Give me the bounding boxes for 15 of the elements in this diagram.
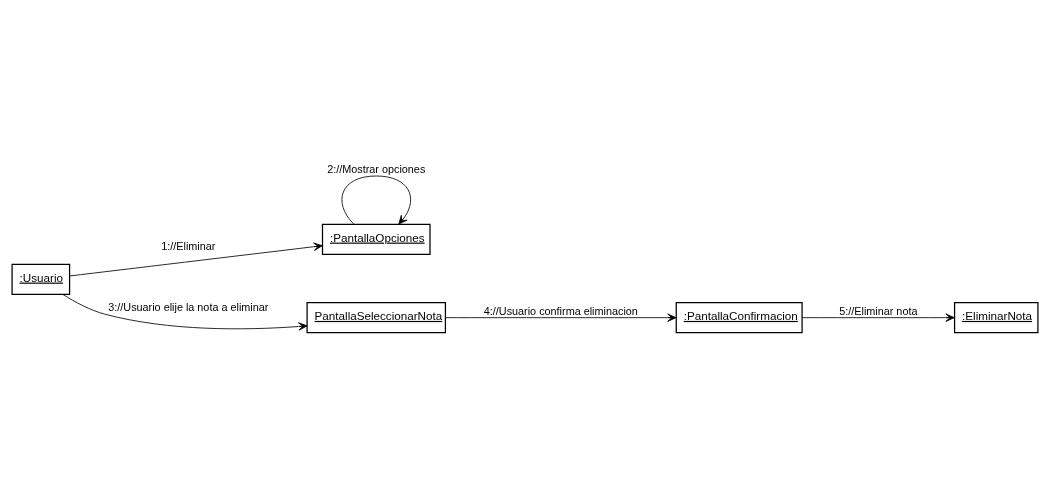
arrow bbox=[801, 313, 955, 322]
arrow bbox=[62, 294, 308, 331]
node-box: :PantallaOpciones bbox=[321, 223, 431, 255]
edge-label: 3://Usuario elije la nota a eliminar bbox=[108, 301, 269, 314]
arrow bbox=[69, 242, 323, 277]
arrow bbox=[341, 175, 411, 225]
node-box: :Usuario bbox=[11, 263, 71, 295]
edge-label: 2://Mostrar opciones bbox=[327, 163, 426, 175]
edge-label: 4://Usuario confirma eliminacion bbox=[483, 304, 638, 317]
node-box: :PantallaConfirmacion bbox=[675, 302, 803, 334]
edge-label: 1://Eliminar bbox=[161, 239, 216, 252]
edge-label: 5://Eliminar nota bbox=[839, 304, 918, 317]
node-box: PantallaSeleccionarNota bbox=[306, 302, 447, 334]
arrow bbox=[445, 313, 677, 322]
node-box: :EliminarNota bbox=[953, 302, 1039, 334]
